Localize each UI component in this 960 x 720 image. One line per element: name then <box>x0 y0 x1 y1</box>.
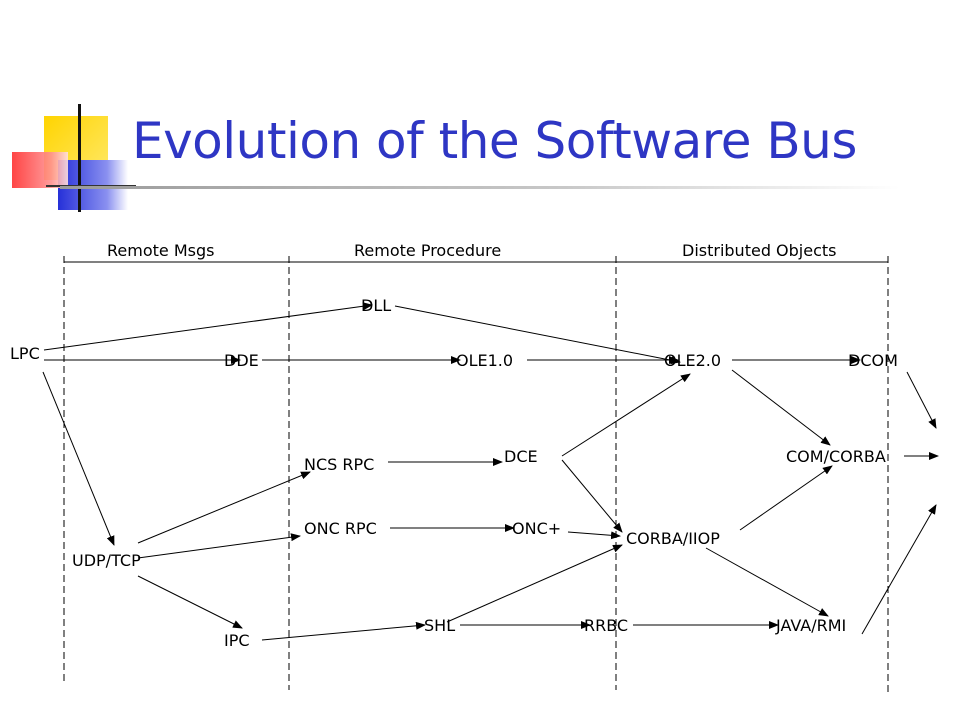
node-ole1: OLE1.0 <box>456 351 514 370</box>
edge-lpc-dll <box>43 302 373 351</box>
node-lpc: LPC <box>10 344 40 363</box>
node-corba-iiop: CORBA/IIOP <box>626 529 720 548</box>
edge-dce-ole2 <box>561 373 691 457</box>
edge-ipc-shl <box>261 621 426 641</box>
node-com-corba: COM/CORBA <box>786 447 886 466</box>
edge-corba-javarmi <box>705 547 829 617</box>
node-shl: SHL <box>424 616 456 635</box>
edge-javarmi-out <box>861 504 937 635</box>
edge-udp-ncs <box>137 471 311 544</box>
node-onc-plus: ONC+ <box>512 519 562 538</box>
title-underline <box>60 186 900 189</box>
edge-dcom-out <box>906 371 937 429</box>
node-ipc: IPC <box>224 631 250 650</box>
edge-lpc-udp <box>42 371 115 546</box>
edge-udp-onc <box>137 533 301 559</box>
node-dll: DLL <box>361 296 392 315</box>
decor-vertical-line <box>78 104 81 212</box>
era-label-distributed-objects: Distributed Objects <box>682 241 837 260</box>
edge-corba-comcorba <box>739 465 833 531</box>
node-dde: DDE <box>224 351 259 370</box>
node-onc-rpc: ONC RPC <box>304 519 377 538</box>
node-udp-tcp: UDP/TCP <box>72 551 141 570</box>
node-dcom: DCOM <box>848 351 898 370</box>
node-ole2: OLE2.0 <box>664 351 722 370</box>
edge-dll-ole2 <box>394 305 681 365</box>
edge-shl-corba <box>446 544 623 623</box>
decor-red-square <box>12 152 68 188</box>
node-rrbc: RRBC <box>584 616 629 635</box>
edge-udp-ipc <box>137 575 243 629</box>
node-dce: DCE <box>504 447 538 466</box>
era-label-remote-procedure: Remote Procedure <box>354 241 502 260</box>
edge-ole2-comcorba <box>731 369 831 446</box>
era-label-remote-msgs: Remote Msgs <box>107 241 215 260</box>
edge-dce-corba <box>561 459 623 533</box>
slide-title: Evolution of the Software Bus <box>132 112 857 170</box>
edge-oncplus-corba <box>567 531 621 540</box>
node-ncs-rpc: NCS RPC <box>304 455 375 474</box>
node-java-rmi: JAVA/RMI <box>776 616 847 635</box>
